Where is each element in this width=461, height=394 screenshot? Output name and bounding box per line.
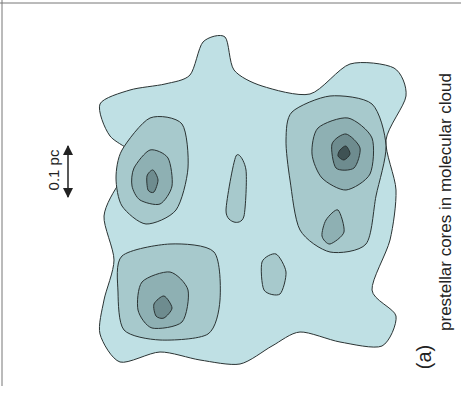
density-contour: [338, 146, 350, 160]
density-contour: [286, 96, 386, 253]
scale-arrow: [67, 146, 69, 197]
density-contour: [137, 272, 188, 329]
density-contour: [116, 117, 188, 225]
density-contour: [226, 155, 246, 223]
density-contour: [332, 134, 361, 170]
density-contour: [147, 170, 158, 193]
frame-line: [2, 0, 3, 386]
density-contour: [132, 150, 173, 205]
panel-letter: (a): [413, 345, 435, 369]
density-contour: [261, 254, 286, 295]
density-contour: [154, 296, 172, 318]
panel-caption: prestellar cores in molecular cloud: [437, 73, 456, 331]
density-contour: [322, 210, 344, 244]
density-contour: [312, 118, 374, 190]
frame-line: [0, 3, 461, 4]
density-contour: [99, 35, 406, 364]
density-contour: [117, 244, 220, 340]
scale-label: 0.1 pc: [46, 150, 63, 191]
